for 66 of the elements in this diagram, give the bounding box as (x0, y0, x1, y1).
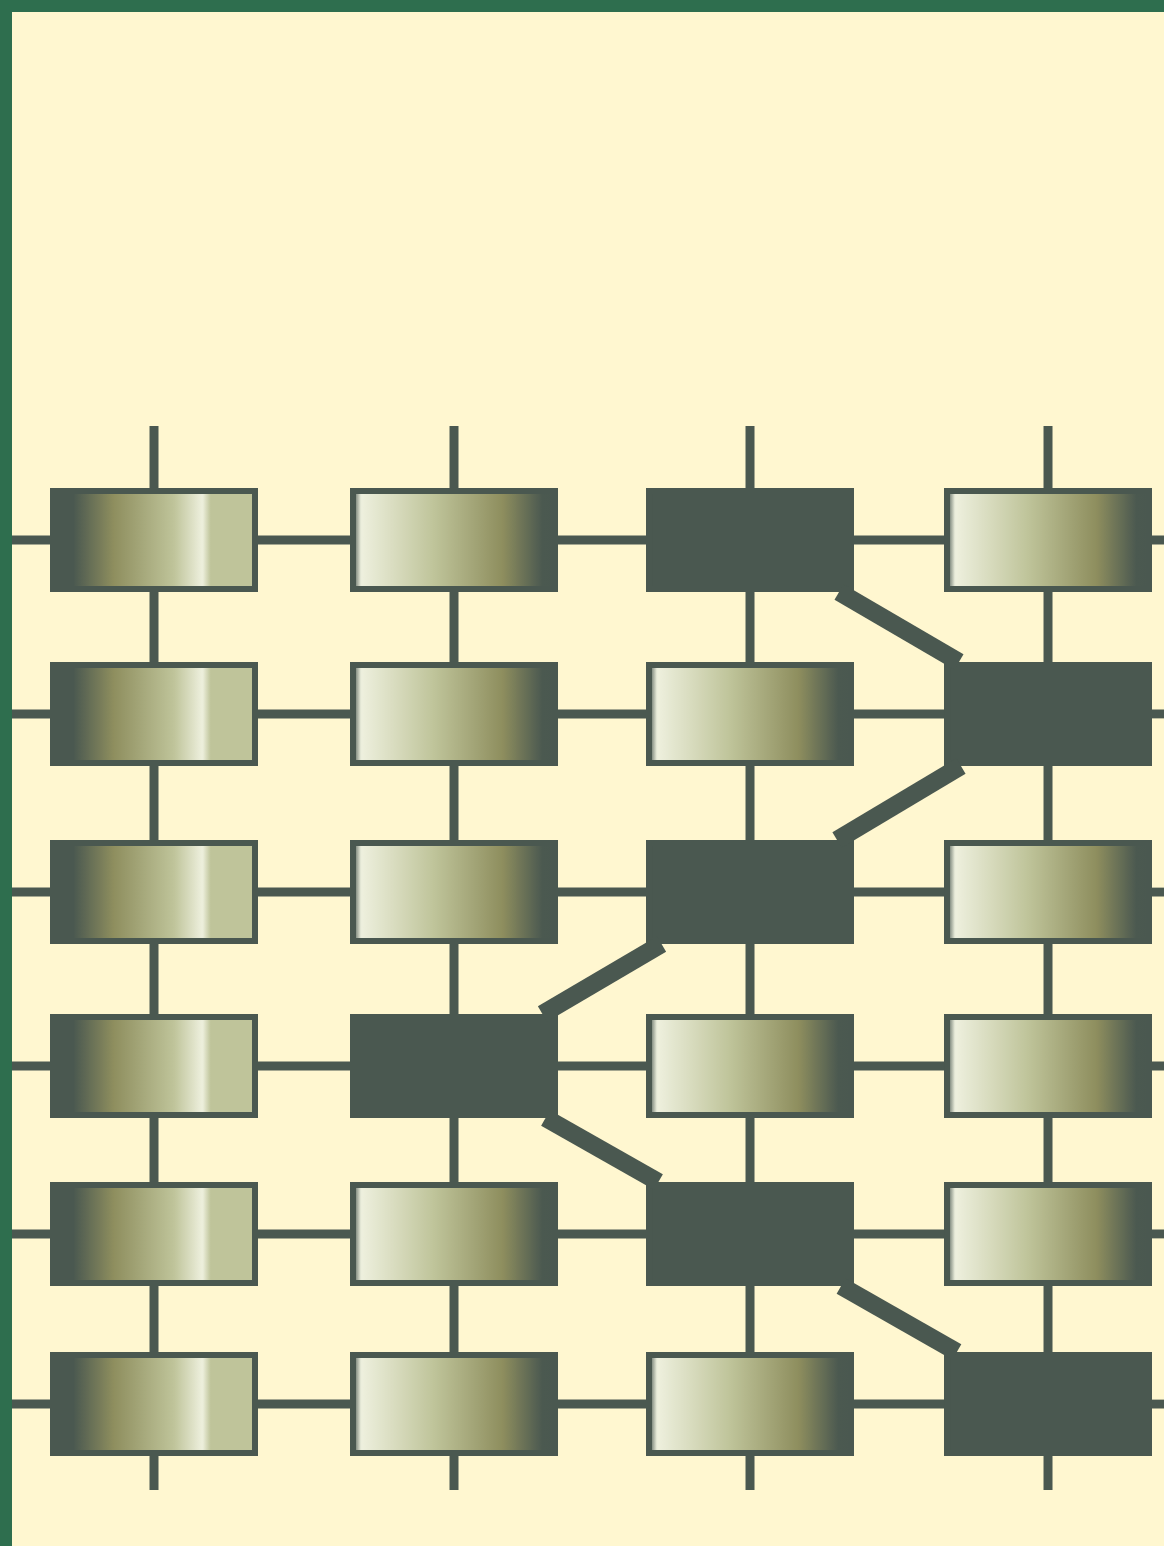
filled-box (944, 1352, 1152, 1456)
connector-line (1043, 1118, 1053, 1182)
connector-line (449, 766, 459, 840)
connector-line (258, 1399, 350, 1409)
gradient-box (50, 1352, 258, 1456)
filled-box (944, 662, 1152, 766)
connector-line (745, 1286, 755, 1352)
connector-line (149, 592, 159, 662)
connector-line (449, 1118, 459, 1182)
connector-line (854, 1229, 944, 1239)
connector-line (149, 944, 159, 1014)
connector-line (149, 1286, 159, 1352)
connector-line (745, 766, 755, 840)
filled-box (646, 1182, 854, 1286)
connector-line (558, 709, 646, 719)
connector-line (854, 709, 944, 719)
gradient-box (350, 488, 558, 592)
gradient-box (350, 1352, 558, 1456)
connector-line (449, 592, 459, 662)
gradient-box (944, 488, 1152, 592)
gradient-box (50, 1182, 258, 1286)
connector-line (745, 944, 755, 1014)
connector-line (854, 1061, 944, 1071)
filled-box (646, 488, 854, 592)
gradient-box (50, 662, 258, 766)
connector-line (149, 766, 159, 840)
gradient-box (646, 662, 854, 766)
connector-line (745, 1118, 755, 1182)
gradient-box (944, 840, 1152, 944)
connector-line (1043, 766, 1053, 840)
connector-line (541, 1110, 663, 1190)
connector-line (558, 1229, 646, 1239)
filled-box (646, 840, 854, 944)
gradient-box (646, 1352, 854, 1456)
gradient-box (646, 1014, 854, 1118)
connector-line (449, 944, 459, 1014)
gradient-box (350, 840, 558, 944)
gradient-box (944, 1014, 1152, 1118)
connector-line (258, 535, 350, 545)
connector-line (149, 1118, 159, 1182)
gradient-box (350, 662, 558, 766)
connector-line (1043, 592, 1053, 662)
gradient-box (50, 1014, 258, 1118)
connector-line (1043, 944, 1053, 1014)
connector-line (1043, 1286, 1053, 1352)
gradient-box (50, 840, 258, 944)
connector-line (558, 1061, 646, 1071)
connector-line (558, 1399, 646, 1409)
connector-line (854, 887, 944, 897)
connector-line (258, 887, 350, 897)
gradient-box (350, 1182, 558, 1286)
connector-line (745, 592, 755, 662)
filled-box (350, 1014, 558, 1118)
connector-line (834, 584, 964, 670)
connector-line (558, 887, 646, 897)
gradient-box (50, 488, 258, 592)
connector-line (449, 1286, 459, 1352)
connector-line (558, 535, 646, 545)
connector-line (537, 936, 667, 1022)
connector-line (854, 1399, 944, 1409)
connector-line (854, 535, 944, 545)
gradient-box (944, 1182, 1152, 1286)
connector-line (258, 709, 350, 719)
connector-line (836, 1278, 962, 1360)
connector-line (258, 1061, 350, 1071)
connector-line (258, 1229, 350, 1239)
